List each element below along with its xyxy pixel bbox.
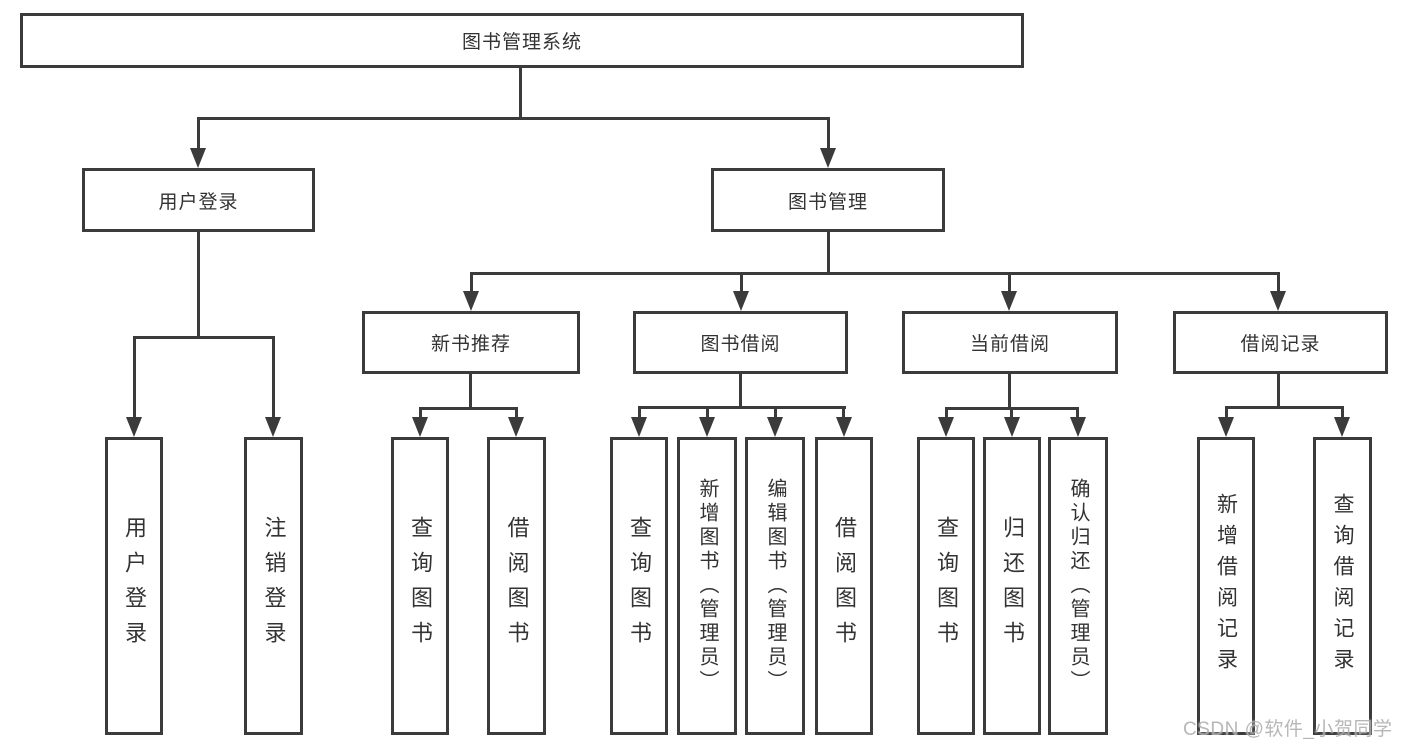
leaf-edit-books-admin: 编辑图书（管理员） — [745, 437, 805, 735]
connector-line — [1277, 272, 1280, 294]
arrow-down-icon — [126, 417, 142, 437]
leaf-query-books-recommend: 查询图书 — [391, 437, 449, 735]
leaf-borrow-books-recommend: 借阅图书 — [487, 437, 546, 735]
node-user-login: 用户登录 — [82, 168, 315, 232]
connector-line — [197, 117, 830, 120]
leaf-query-borrow-record: 查询借阅记录 — [1313, 437, 1372, 735]
connector-line — [1076, 407, 1079, 421]
connector-line — [133, 336, 275, 339]
leaf-label: 编辑图书（管理员） — [764, 478, 786, 694]
node-current-borrowing: 当前借阅 — [902, 311, 1118, 374]
node-label: 借阅记录 — [1240, 334, 1321, 355]
node-label: 图书管理系统 — [461, 32, 582, 53]
arrow-down-icon — [938, 417, 954, 437]
connector-line — [1225, 406, 1343, 409]
connector-line — [842, 406, 845, 421]
node-label: 当前借阅 — [969, 334, 1050, 355]
leaf-label: 查询图书 — [627, 516, 652, 656]
leaf-label: 借阅图书 — [832, 516, 857, 656]
leaf-label: 查询图书 — [934, 516, 959, 656]
connector-line — [1341, 406, 1344, 421]
leaf-return-books: 归还图书 — [983, 437, 1041, 735]
arrow-down-icon — [767, 417, 783, 437]
connector-line — [706, 406, 709, 421]
connector-line — [197, 232, 200, 339]
connector-line — [827, 117, 830, 150]
leaf-logout: 注销登录 — [244, 437, 303, 735]
leaf-label: 用户登录 — [122, 516, 147, 656]
arrow-down-icon — [733, 291, 749, 311]
node-label: 图书借阅 — [700, 334, 781, 355]
connector-line — [1008, 374, 1011, 409]
connector-line — [945, 407, 948, 421]
connector-line — [739, 374, 742, 408]
connector-line — [827, 232, 830, 275]
leaf-label: 新增图书（管理员） — [696, 478, 718, 694]
connector-line — [1008, 272, 1011, 294]
node-label: 用户登录 — [158, 191, 239, 213]
arrow-down-icon — [508, 417, 524, 437]
leaf-label: 查询图书 — [408, 516, 433, 656]
connector-line — [774, 406, 777, 421]
connector-line — [469, 374, 472, 410]
connector-line — [638, 406, 846, 409]
connector-line — [470, 272, 1280, 275]
arrow-down-icon — [1218, 417, 1234, 437]
leaf-add-books-admin: 新增图书（管理员） — [677, 437, 737, 735]
node-label: 新书推荐 — [430, 334, 511, 355]
leaf-query-books-borrow: 查询图书 — [610, 437, 668, 735]
arrow-down-icon — [1270, 291, 1286, 311]
leaf-user-login: 用户登录 — [105, 437, 163, 735]
arrow-down-icon — [190, 148, 206, 168]
arrow-down-icon — [1004, 417, 1020, 437]
node-borrowing-records: 借阅记录 — [1173, 311, 1388, 374]
leaf-label: 借阅图书 — [504, 516, 530, 656]
connector-line — [197, 117, 200, 150]
leaf-query-books-current: 查询图书 — [917, 437, 975, 735]
connector-line — [1277, 374, 1280, 408]
watermark-text: CSDN @软件_小贺同学 — [1183, 719, 1393, 740]
leaf-label: 查询借阅记录 — [1331, 493, 1354, 679]
arrow-down-icon — [463, 291, 479, 311]
connector-line — [133, 336, 136, 421]
node-book-management: 图书管理 — [711, 168, 945, 232]
leaf-add-borrow-record: 新增借阅记录 — [1197, 437, 1255, 735]
leaf-label: 新增借阅记录 — [1214, 493, 1238, 679]
connector-line — [515, 407, 518, 421]
arrow-down-icon — [631, 417, 647, 437]
arrow-down-icon — [1334, 417, 1350, 437]
leaf-confirm-return-admin: 确认归还（管理员） — [1048, 437, 1108, 735]
arrow-down-icon — [836, 417, 852, 437]
leaf-label: 确认归还（管理员） — [1067, 478, 1089, 694]
connector-line — [1225, 406, 1228, 421]
arrow-down-icon — [412, 417, 428, 437]
arrow-down-icon — [1070, 417, 1086, 437]
connector-line — [272, 336, 275, 421]
connector-line — [638, 406, 641, 421]
arrow-down-icon — [265, 417, 281, 437]
connector-line — [519, 68, 522, 119]
arrow-down-icon — [699, 417, 715, 437]
node-library-system: 图书管理系统 — [20, 13, 1024, 68]
connector-line — [419, 407, 518, 410]
connector-line — [470, 272, 473, 294]
connector-line — [1010, 407, 1013, 421]
node-book-borrowing: 图书借阅 — [633, 311, 848, 374]
arrow-down-icon — [1001, 291, 1017, 311]
leaf-label: 注销登录 — [261, 516, 287, 656]
node-new-book-recommendation: 新书推荐 — [362, 311, 580, 374]
connector-line — [740, 272, 743, 294]
arrow-down-icon — [820, 148, 836, 168]
leaf-label: 归还图书 — [1000, 516, 1025, 656]
connector-line — [419, 407, 422, 421]
node-label: 图书管理 — [787, 191, 868, 213]
leaf-borrow-books: 借阅图书 — [815, 437, 873, 735]
